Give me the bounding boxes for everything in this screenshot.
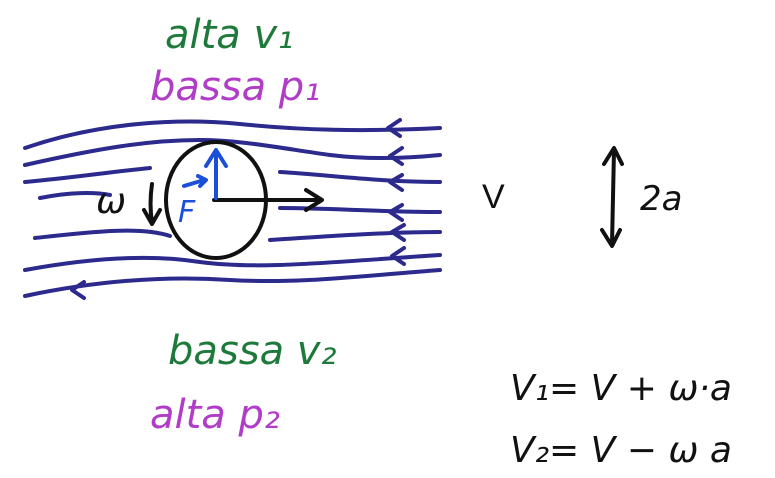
- label-bassa-v2: bassa v₂: [168, 328, 337, 374]
- streamlines: [23, 118, 442, 300]
- streamline-1: [23, 119, 442, 150]
- label-force: F: [178, 195, 196, 230]
- streamline-arrow-6: [390, 246, 406, 266]
- streamline-4: [38, 191, 112, 200]
- label-alta-p2: alta p₂: [150, 392, 280, 438]
- streamline-arrow-5: [390, 223, 406, 242]
- label-bassa-p1: bassa p₁: [150, 64, 320, 110]
- streamline-6: [33, 228, 442, 242]
- equation-v1: V₁= V + ω·a: [510, 368, 732, 409]
- streamline-5: [278, 206, 442, 214]
- streamline-arrow-7: [70, 280, 86, 300]
- label-velocity: V: [482, 178, 505, 216]
- label-omega: ω: [96, 181, 126, 222]
- radius-arrow: [212, 188, 324, 212]
- streamline-arrow-3: [388, 173, 404, 192]
- streamline-7: [23, 253, 442, 272]
- streamline-arrow-1: [386, 118, 402, 138]
- equation-v2: V₂= V − ω a: [510, 430, 732, 471]
- label-alta-v1: alta v₁: [165, 12, 293, 58]
- streamline-8: [23, 268, 442, 298]
- streamline-2: [23, 138, 442, 167]
- force-arrow: [204, 148, 228, 200]
- label-diameter: 2a: [640, 179, 682, 219]
- rotation-arrow: [142, 182, 162, 226]
- diameter-arrow: [600, 146, 624, 248]
- streamline-3: [23, 166, 442, 184]
- streamline-arrow-2: [388, 146, 404, 166]
- force-vector-mark: [182, 174, 208, 188]
- streamline-arrow-4: [388, 203, 404, 222]
